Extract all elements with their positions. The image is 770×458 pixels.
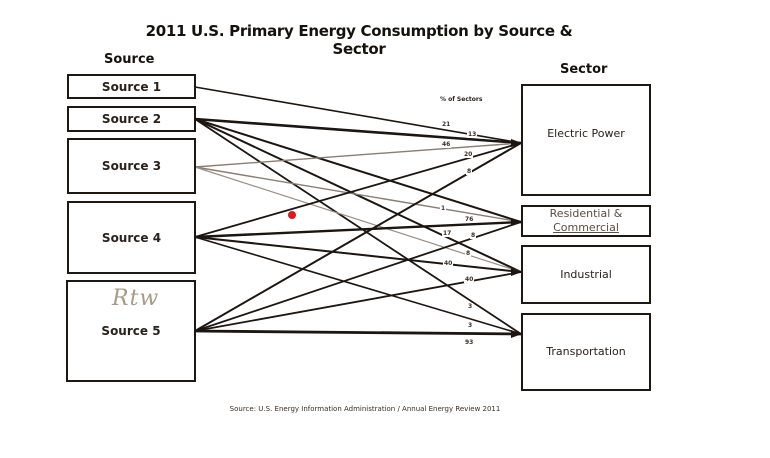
- source-box-3: Source 3: [67, 138, 196, 194]
- percent-label: 8: [465, 250, 472, 257]
- percent-label: 76: [464, 216, 475, 223]
- sector-box-residential-commercial: Residential & Commercial: [521, 205, 651, 237]
- percent-label: 1: [440, 205, 447, 212]
- percent-label: 20: [463, 151, 474, 158]
- source-label: Source 2: [101, 112, 162, 126]
- source-box-2: Source 2: [67, 106, 196, 132]
- sector-box-electric-power: Electric Power: [521, 84, 651, 196]
- percent-of-sectors-label: % of Sectors: [440, 96, 483, 103]
- handwritten-annotation: Rtw: [112, 286, 160, 311]
- percent-label: 40: [464, 276, 475, 283]
- sector-label: Transportation: [546, 345, 626, 358]
- sector-label: Commercial: [553, 221, 619, 234]
- source-box-5: Source 5: [66, 280, 196, 382]
- source-label: Source 4: [101, 230, 162, 245]
- percent-label: 3: [467, 322, 474, 329]
- sector-label: Electric Power: [547, 127, 625, 140]
- diagram-title: 2011 U.S. Primary Energy Consumption by …: [145, 22, 573, 58]
- sector-box-transportation: Transportation: [521, 313, 651, 391]
- source-box-1: Source 1: [67, 74, 196, 99]
- source-column-heading: Source: [104, 52, 155, 67]
- sector-box-industrial: Industrial: [521, 245, 651, 304]
- percent-label: 21: [441, 121, 452, 128]
- source-box-4: Source 4: [67, 201, 196, 274]
- source-caption: Source: U.S. Energy Information Administ…: [229, 405, 501, 413]
- percent-label: 8: [470, 232, 477, 239]
- source-label: Source 1: [101, 79, 162, 94]
- sector-label: Industrial: [560, 267, 612, 281]
- percent-label: 3: [467, 303, 474, 310]
- percent-label: 13: [467, 131, 478, 138]
- sector-label: Residential &: [549, 207, 623, 220]
- source-label: Source 3: [101, 159, 162, 173]
- sector-column-heading: Sector: [560, 62, 608, 77]
- percent-label: 40: [443, 260, 454, 267]
- percent-label: 93: [464, 339, 475, 346]
- source-label: Source 5: [101, 324, 161, 338]
- percent-label: 17: [442, 230, 453, 237]
- percent-label: 8: [466, 168, 473, 175]
- percent-label: 46: [441, 141, 452, 148]
- red-marker-dot: [288, 211, 296, 219]
